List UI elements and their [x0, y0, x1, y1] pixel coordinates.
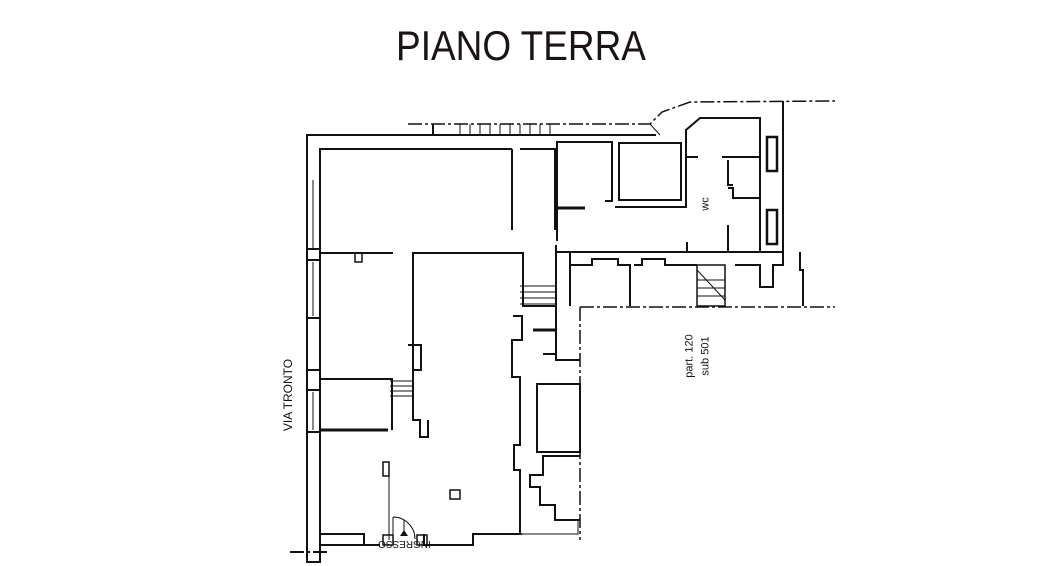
- parcel-label-1: part. 120: [683, 334, 696, 378]
- parcel-label-2: sub 501: [699, 336, 712, 376]
- wc-label: wc: [699, 197, 712, 211]
- stair-left: [390, 380, 412, 397]
- entrance-arrow: [400, 520, 408, 536]
- upper-right-rooms: [556, 101, 784, 253]
- outer-walls: [290, 134, 656, 563]
- lower-right-rooms: [520, 383, 581, 535]
- left-rooms: [320, 252, 393, 432]
- page-title: PIANO TERRA: [396, 22, 646, 69]
- corridor: [520, 245, 580, 361]
- entrance-label: INGRESSO: [378, 538, 431, 549]
- central-room: [320, 252, 524, 546]
- street-label: VIA TRONTO: [281, 358, 296, 432]
- top-boundary: [408, 100, 836, 136]
- lower-strip: [569, 252, 835, 540]
